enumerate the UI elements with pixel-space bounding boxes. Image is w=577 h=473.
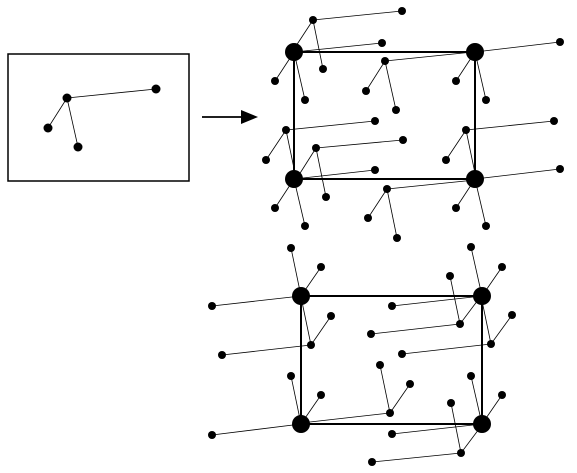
molecule	[218, 296, 335, 359]
motif-atom	[151, 84, 161, 94]
molecule	[293, 7, 406, 73]
molecule	[388, 243, 506, 310]
motif-bond	[47, 97, 68, 129]
molecules-top	[262, 7, 564, 242]
molecule	[452, 165, 564, 230]
molecule	[362, 51, 474, 114]
crystal-lattice-top	[262, 7, 564, 242]
unit-cell-bottom	[300, 295, 483, 425]
lattice-point	[473, 287, 491, 305]
molecules-bottom	[208, 243, 516, 466]
molecule	[262, 117, 379, 179]
motif-atom	[43, 123, 53, 133]
crystal-lattice-bottom	[208, 243, 516, 466]
molecule	[442, 117, 558, 179]
lattice-point	[292, 287, 310, 305]
molecule	[271, 166, 379, 230]
lattice-point	[466, 43, 484, 61]
arrowhead	[241, 110, 258, 124]
molecule	[398, 295, 516, 358]
molecule	[364, 179, 476, 242]
molecule	[208, 372, 325, 439]
motif-atom	[62, 93, 72, 103]
lattice-point	[292, 415, 310, 433]
lattice-point	[285, 170, 303, 188]
lattice-point	[473, 415, 491, 433]
motif-bond	[66, 88, 157, 99]
motif-frame	[7, 53, 190, 182]
motif-panel	[7, 53, 190, 182]
lattice-point	[466, 170, 484, 188]
unit-cell-top	[293, 51, 476, 180]
arrow	[202, 110, 258, 124]
molecule	[296, 136, 407, 201]
molecule	[367, 272, 482, 338]
lattice-point	[285, 43, 303, 61]
motif-molecule	[43, 84, 161, 152]
molecule	[368, 399, 483, 466]
molecule	[300, 361, 414, 424]
motif-atom	[73, 142, 83, 152]
motif-bond	[66, 97, 79, 148]
